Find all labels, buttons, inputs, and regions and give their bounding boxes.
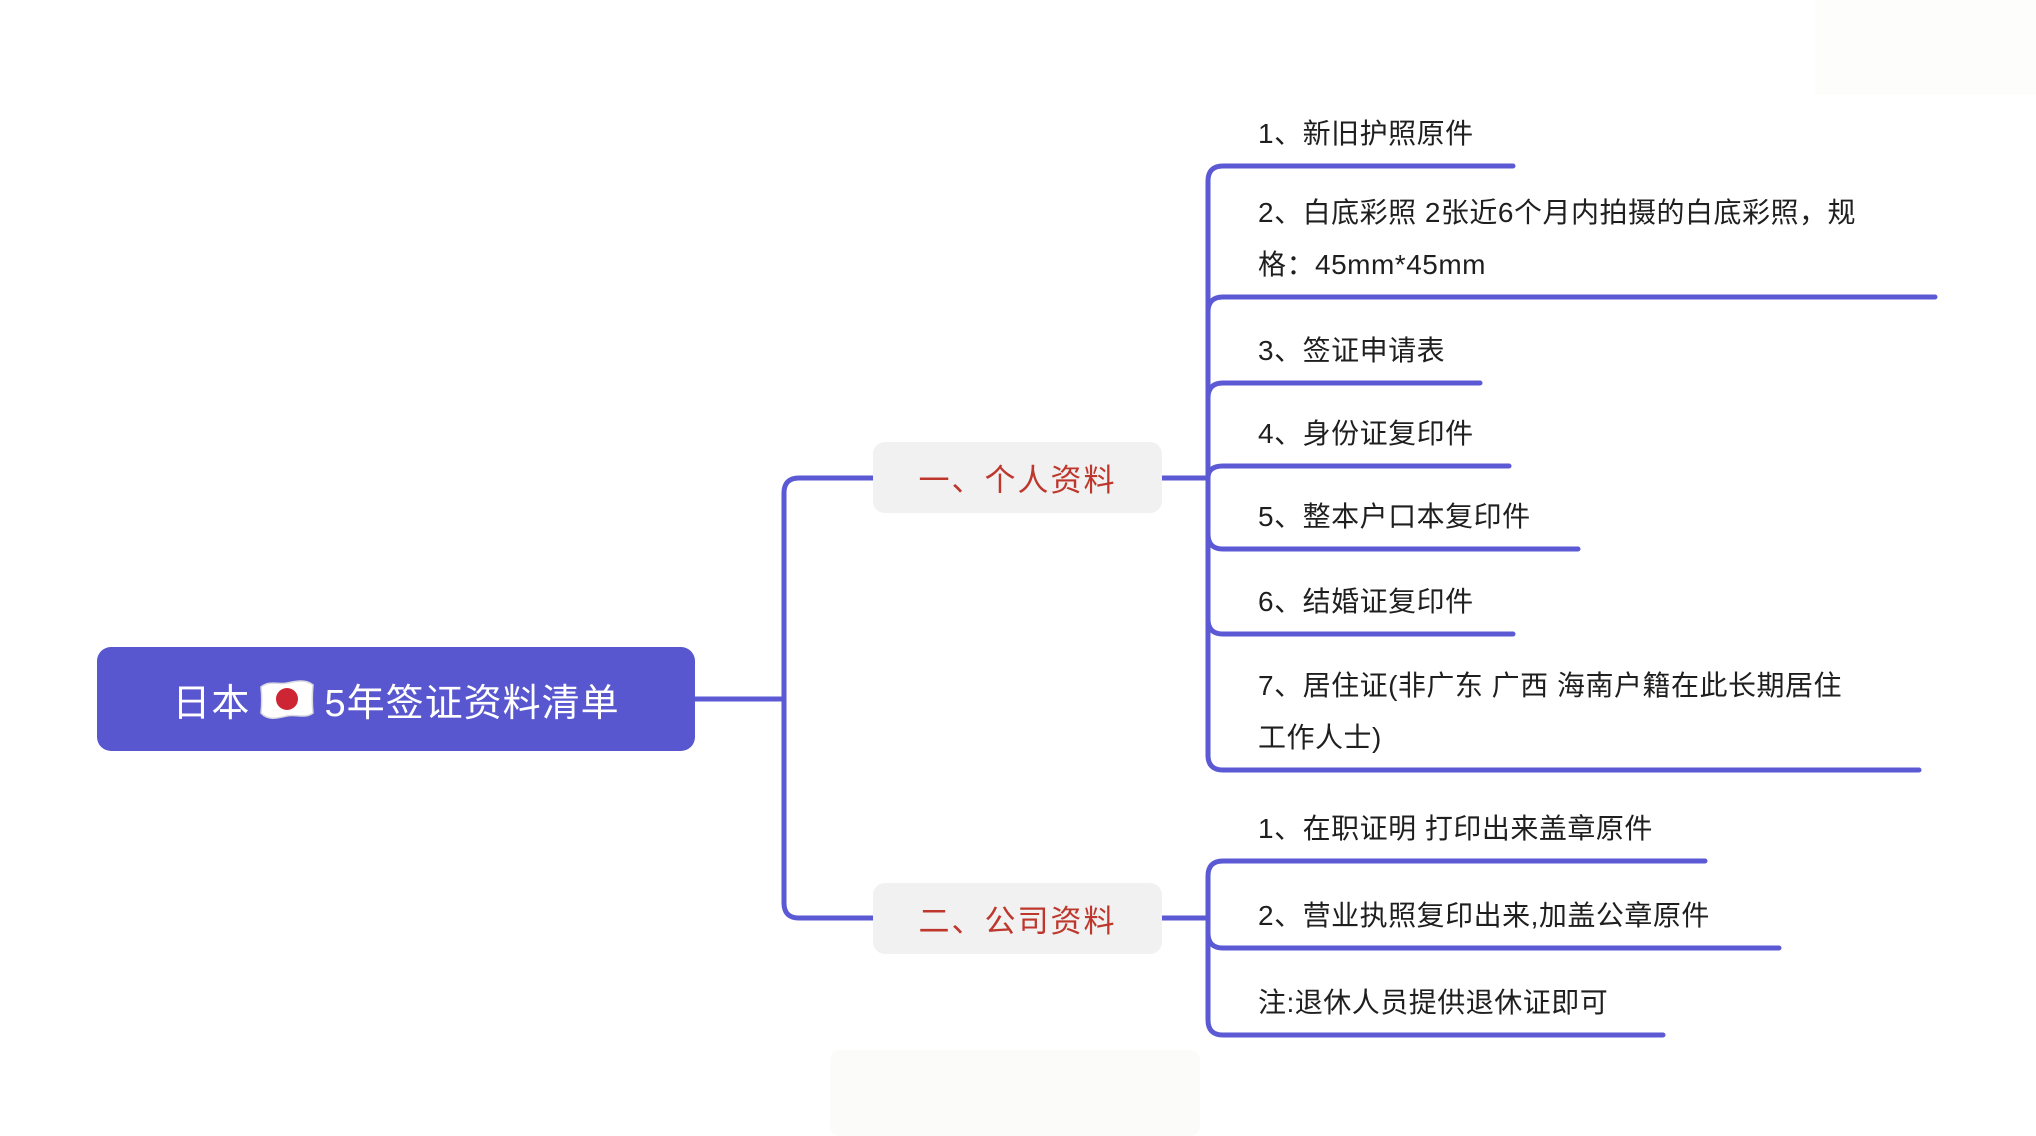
branch-label: 一、个人资料	[918, 463, 1117, 498]
root-title-suffix: 5年签证资料清单	[324, 682, 620, 725]
leaf-topic-id-copy[interactable]: 4、身份证复印件	[1258, 418, 1474, 449]
connector-root-branch1	[781, 475, 876, 702]
leaf-topic-hukou-copy[interactable]: 5、整本户口本复印件	[1258, 501, 1531, 532]
leaf-topic-marriage[interactable]: 6、结婚证复印件	[1258, 586, 1474, 617]
leaf-topic-license[interactable]: 2、营业执照复印出来,加盖公章原件	[1258, 900, 1710, 931]
leaf-topic-passport[interactable]: 1、新旧护照原件	[1258, 118, 1474, 149]
connector-b1-leaf1	[1205, 163, 1516, 481]
connector-root-branch2	[781, 696, 876, 921]
branch-topic-personal[interactable]: 一、个人资料	[873, 442, 1162, 513]
leaf-topic-visa-form[interactable]: 3、签证申请表	[1258, 335, 1446, 366]
connector-b1-leaf7	[1205, 475, 1922, 773]
leaf-topic-residence[interactable]: 7、居住证(非广东 广西 海南户籍在此长期居住 工作人士)	[1258, 670, 1842, 753]
root-topic[interactable]: 日本 5年签证资料清单	[97, 647, 695, 751]
connector-b1-leaf3	[1205, 380, 1483, 481]
branch-topic-company[interactable]: 二、公司资料	[873, 883, 1162, 954]
japan-flag-icon	[258, 677, 316, 721]
leaf-topic-employment[interactable]: 1、在职证明 打印出来盖章原件	[1258, 813, 1653, 844]
connector-b1-leaf2	[1205, 294, 1938, 481]
leaf-topic-photo[interactable]: 2、白底彩照 2张近6个月内拍摄的白底彩照，规 格：45mm*45mm	[1258, 197, 1856, 280]
branch-label: 二、公司资料	[918, 904, 1117, 939]
connector-b1-leaf4	[1205, 463, 1512, 481]
connector-b2-note	[1205, 915, 1666, 1038]
leaf-topic-retiree-note[interactable]: 注:退休人员提供退休证即可	[1258, 987, 1609, 1018]
connector-b2-leaf1	[1205, 858, 1708, 921]
root-title-prefix: 日本	[172, 682, 251, 725]
